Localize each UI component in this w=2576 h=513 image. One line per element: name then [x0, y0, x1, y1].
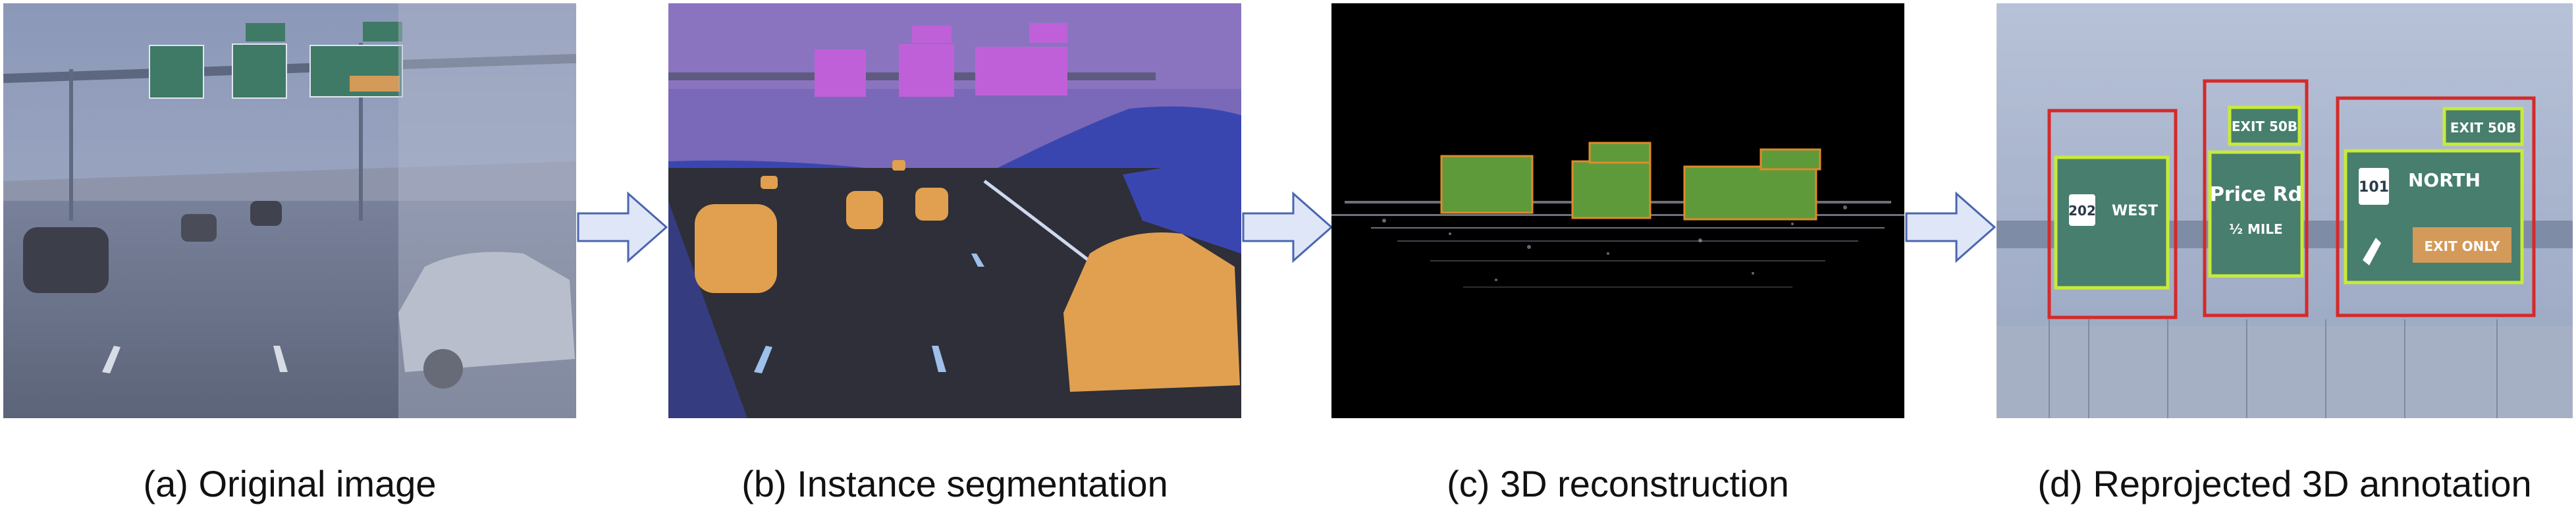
right-arrow-icon — [1905, 191, 1997, 263]
price-rd-label: Price Rd — [2210, 183, 2302, 206]
route-202-label: 202 — [2068, 203, 2096, 219]
west-label: WEST — [2112, 203, 2158, 219]
route-101-label: 101 — [2359, 179, 2389, 196]
original-image — [3, 3, 576, 418]
right-arrow-icon — [1242, 191, 1333, 263]
bbox-sign-price-rd — [2203, 79, 2309, 317]
sign-price-rd — [2208, 150, 2304, 278]
arrow-up-left-icon — [2363, 238, 2381, 265]
caption-instance-segmentation: (b) Instance segmentation — [741, 463, 1168, 504]
annotation-panel: 202 WEST EXIT 50B Price Rd ½ MILE EXIT 5… — [1997, 3, 2573, 418]
segmentation-panel — [668, 3, 1241, 418]
annotated-image: 202 WEST EXIT 50B Price Rd ½ MILE EXIT 5… — [1997, 3, 2573, 418]
caption-original-image: (a) Original image — [143, 463, 437, 504]
reconstruction-panel — [1331, 3, 1904, 418]
exit-50b-label-2: EXIT 50B — [2450, 120, 2516, 136]
right-arrow-icon — [577, 191, 668, 263]
flow-arrow-2 — [1242, 191, 1334, 263]
caption-reprojected-annotation: (d) Reprojected 3D annotation — [2037, 463, 2532, 504]
flow-arrow-1 — [577, 191, 669, 263]
exit-only-label: EXIT ONLY — [2425, 238, 2500, 254]
sign-west — [2054, 155, 2170, 290]
exit-50b-label: EXIT 50B — [2232, 119, 2297, 134]
segmentation-image — [668, 3, 1241, 418]
half-mile-label: ½ MILE — [2229, 221, 2282, 237]
original-image-panel — [3, 3, 576, 418]
caption-3d-reconstruction: (c) 3D reconstruction — [1447, 463, 1789, 504]
bbox-sign-west — [2047, 109, 2178, 319]
north-label: NORTH — [2408, 169, 2481, 191]
point-cloud-image — [1331, 3, 1904, 418]
bbox-sign-north — [2336, 96, 2536, 317]
flow-arrow-3 — [1905, 191, 1997, 263]
